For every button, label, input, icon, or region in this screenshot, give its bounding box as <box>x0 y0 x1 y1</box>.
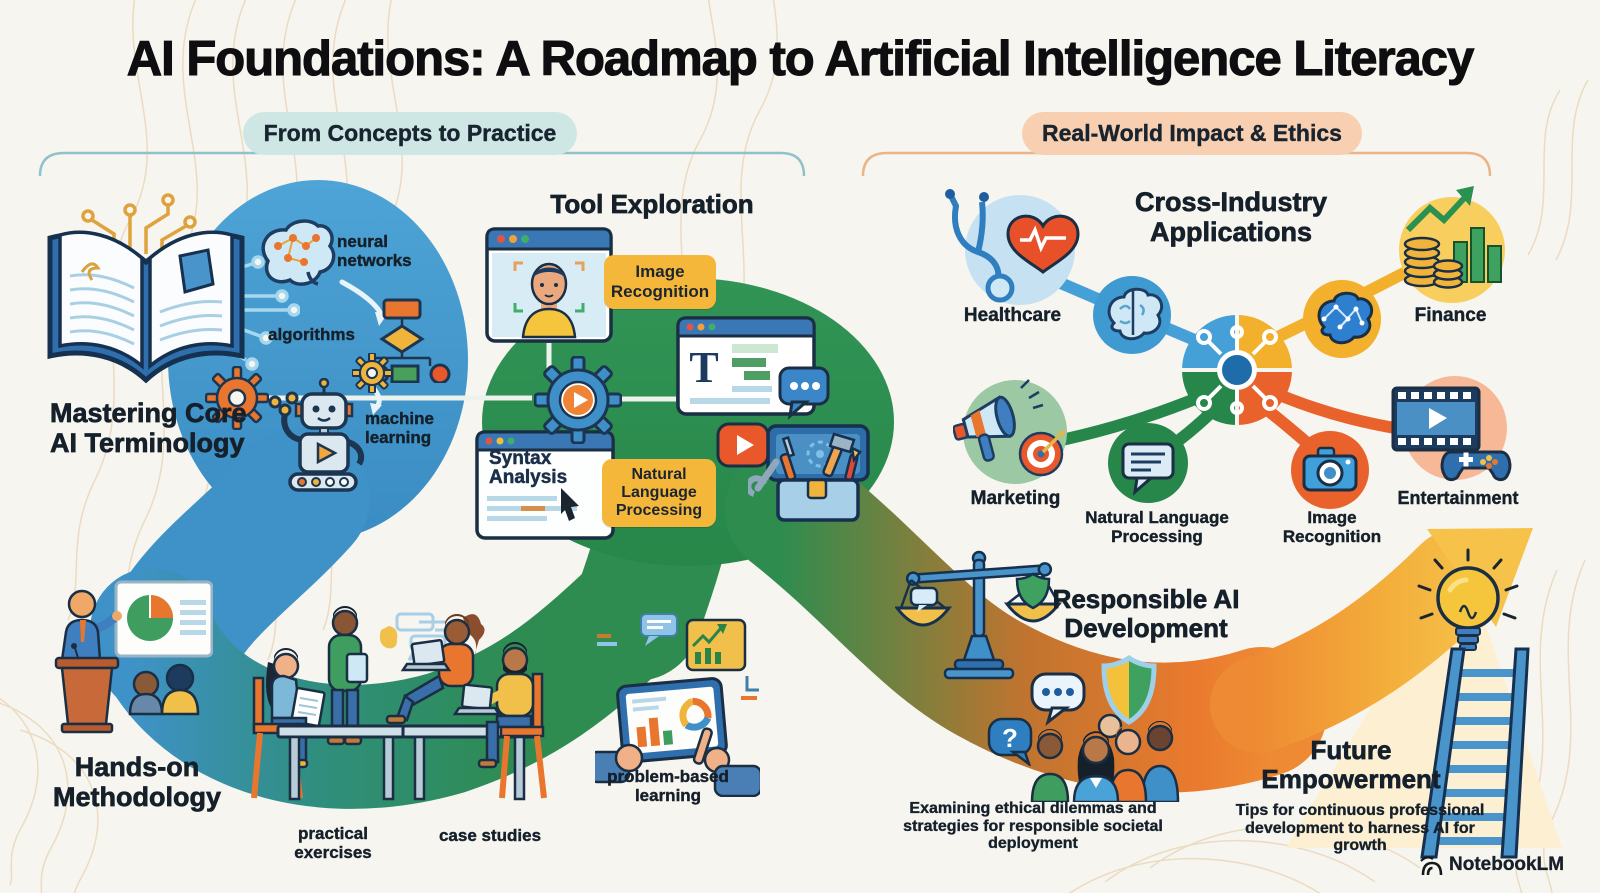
hub-icon <box>1182 315 1292 425</box>
badge-from-concepts: From Concepts to Practice <box>243 112 577 155</box>
robot-icon <box>268 378 365 492</box>
book-icon <box>47 193 300 384</box>
editor-letter: T <box>689 343 718 392</box>
callout-image-recognition: Image Recognition <box>604 255 716 309</box>
label-algorithms: algorithms <box>268 325 355 344</box>
gear-icon-orange <box>205 366 269 430</box>
marketing-icon <box>953 379 1067 484</box>
syntax-window <box>475 430 615 540</box>
presenter-scene <box>54 580 213 734</box>
brain-icon <box>261 219 336 286</box>
heading-methodology: Hands-on Methodology <box>53 752 222 812</box>
entertainment-icon <box>1391 376 1512 482</box>
label-problem-based-learning: problem-based learning <box>607 767 729 805</box>
presenter-person <box>60 589 122 662</box>
label-neural-networks: neural networks <box>337 232 412 270</box>
badge-real-world: Real-World Impact & Ethics <box>1022 112 1362 155</box>
label-marketing: Marketing <box>970 488 1061 509</box>
label-machine-learning: machine learning <box>365 409 434 447</box>
label-practical-exercises: practical exercises <box>294 824 372 862</box>
question-bubble-icon: ? <box>987 717 1033 766</box>
shield-icon <box>1101 654 1157 725</box>
woman-on-table <box>385 614 485 725</box>
people-group-icon <box>1030 713 1180 802</box>
caption-future: Tips for continuous professional develop… <box>1235 802 1485 855</box>
notebooklm-logo <box>1420 856 1443 876</box>
question-mark: ? <box>1002 723 1018 753</box>
page-title: AI Foundations: A Roadmap to Artificial … <box>126 32 1475 87</box>
standing-learner <box>326 606 369 746</box>
toolbox-icon <box>748 424 870 522</box>
watermark-text: NotebookLM <box>1449 854 1565 875</box>
heading-responsible: Responsible AI Development <box>1052 584 1240 643</box>
finance-icon <box>1399 186 1505 303</box>
doodle-icons <box>597 613 759 700</box>
callout-nlp: Natural Language Processing <box>602 459 716 527</box>
seated-learner <box>251 648 326 799</box>
gear-play-icon <box>534 356 622 444</box>
camera-icon <box>1291 431 1369 509</box>
label-healthcare: Healthcare <box>963 305 1062 326</box>
label-entertainment: Entertainment <box>1397 488 1519 508</box>
brain-node-blue-icon <box>1093 276 1171 354</box>
editor-window: T <box>676 316 830 420</box>
tablet-scene <box>595 613 760 797</box>
label-image-recognition: Image Recognition <box>1282 508 1382 546</box>
audience <box>128 663 200 716</box>
brain-node-yellow-icon <box>1303 280 1381 358</box>
healthcare-icon <box>945 189 1080 305</box>
case-studies-scene <box>385 614 547 801</box>
man-at-table <box>452 642 547 799</box>
label-case-studies: case studies <box>438 826 542 845</box>
table <box>276 724 406 801</box>
practical-exercises-scene <box>251 606 406 801</box>
heading-terminology: Mastering Core AI Terminology <box>50 398 247 458</box>
chat-dots-icon <box>1030 672 1086 726</box>
heading-applications: Cross-Industry Applications <box>1134 187 1328 247</box>
ladder-icon <box>1420 647 1530 859</box>
syntax-window-title: Syntax Analysis <box>489 448 568 489</box>
nlp-icon <box>1108 423 1188 503</box>
label-nlp: Natural Language Processing <box>1085 508 1229 546</box>
face-recognition-window <box>485 227 613 343</box>
heading-tool-exploration: Tool Exploration <box>550 189 754 219</box>
lightbulb-icon <box>1417 548 1519 651</box>
section-brackets <box>38 151 1492 177</box>
hands <box>595 727 760 797</box>
caption-responsible: Examining ethical dilemmas and strategie… <box>903 800 1163 853</box>
presentation-screen <box>114 580 213 658</box>
label-finance: Finance <box>1414 305 1487 326</box>
gear-icon-yellow <box>352 353 392 393</box>
podium <box>54 643 120 734</box>
heading-future: Future Empowerment <box>1261 735 1441 794</box>
scales-icon <box>895 550 1063 680</box>
arrow-glow <box>1286 556 1562 848</box>
